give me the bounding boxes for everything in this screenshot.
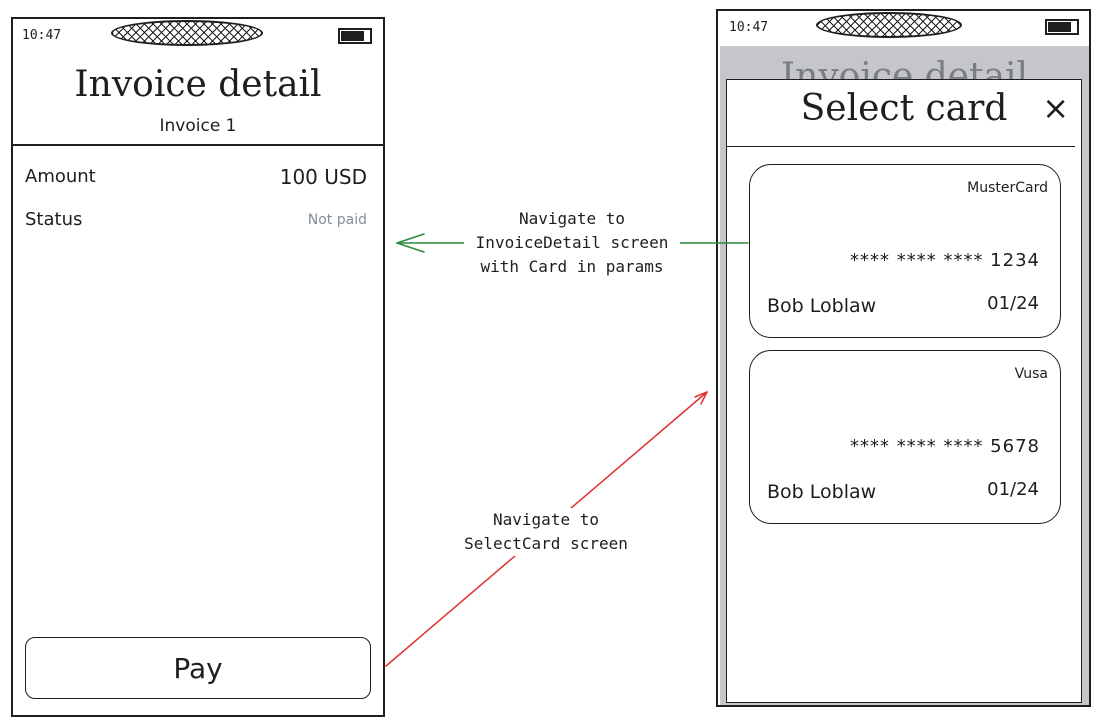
card-number: **** **** **** 1234	[850, 250, 1040, 271]
card-brand: MusterCard	[967, 180, 1048, 196]
annotation-line: InvoiceDetail screen	[475, 233, 669, 252]
status-time: 10:47	[729, 20, 769, 35]
page-subtitle: Invoice 1	[159, 116, 237, 136]
amount-label: Amount	[25, 166, 96, 187]
card-holder: Bob Loblaw	[767, 481, 877, 503]
annotation-line: Navigate to	[493, 510, 599, 529]
battery-icon	[1045, 19, 1079, 35]
annotation-line: Navigate to	[519, 209, 625, 228]
header-divider	[13, 144, 385, 146]
card-holder: Bob Loblaw	[767, 295, 877, 317]
amount-value: 100 USD	[279, 165, 367, 189]
card-brand: Vusa	[1014, 366, 1048, 382]
status-label: Status	[25, 209, 83, 230]
annotation-line: with Card in params	[480, 257, 664, 276]
select-card-modal: Select card × MusterCard **** **** **** …	[726, 79, 1082, 703]
card-number: **** **** **** 5678	[850, 436, 1040, 457]
invoice-detail-phone: 10:47 Invoice detail Invoice 1 Amount 10…	[11, 17, 385, 717]
pay-button-label: Pay	[173, 651, 223, 685]
select-card-phone: 10:47 Invoice detail Select card × Muste…	[716, 9, 1091, 707]
page-title: Invoice detail	[74, 64, 322, 105]
modal-title: Select card	[800, 88, 1008, 129]
card-expiry: 01/24	[987, 479, 1039, 500]
forward-navigation-annotation: Navigate to SelectCard screen	[446, 508, 646, 556]
card-expiry: 01/24	[987, 293, 1039, 314]
pay-button[interactable]: Pay	[25, 637, 371, 699]
battery-icon	[338, 28, 372, 44]
phone-notch	[111, 20, 263, 46]
back-navigation-annotation: Navigate to InvoiceDetail screen with Ca…	[464, 207, 680, 279]
annotation-line: SelectCard screen	[464, 534, 628, 553]
close-icon[interactable]: ×	[1042, 89, 1069, 127]
status-value: Not paid	[307, 212, 367, 228]
card-item[interactable]: MusterCard **** **** **** 1234 Bob Lobla…	[749, 164, 1061, 338]
modal-divider	[727, 146, 1075, 147]
card-item[interactable]: Vusa **** **** **** 5678 Bob Loblaw 01/2…	[749, 350, 1061, 524]
status-time: 10:47	[22, 28, 62, 43]
phone-notch	[816, 12, 962, 38]
